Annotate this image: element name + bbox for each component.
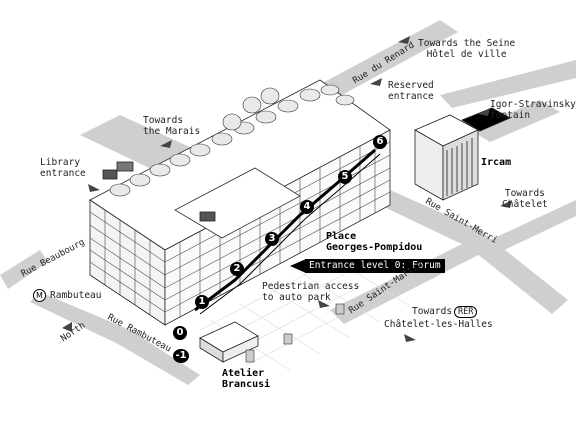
chatelet-line1: Towards <box>504 188 545 199</box>
level-marker-0: 0 <box>173 326 187 340</box>
igor-line1: Igor-Stravinsky <box>490 99 576 110</box>
towards-chatelet-label: Towards Châtelet <box>502 188 548 210</box>
direction-arrows <box>62 36 512 342</box>
marais-line2: the Marais <box>143 126 201 137</box>
plaza-posts <box>245 303 345 363</box>
level-marker-6: 6 <box>373 135 387 149</box>
atelier-brancusi-building <box>199 321 259 363</box>
library-line1: Library <box>40 157 81 168</box>
ircam-label: Ircam <box>481 157 512 168</box>
centre-pompidou <box>89 79 391 326</box>
rambuteau-label: Rambuteau <box>50 290 102 301</box>
place-line2: Georges-Pompidou <box>326 242 423 253</box>
igor-line2: fontain <box>490 110 531 121</box>
street-upper-right <box>440 60 576 108</box>
pedestrian-line2: to auto park <box>262 292 331 303</box>
street-beaubourg <box>0 250 48 289</box>
arrow-icon-marais <box>160 140 172 148</box>
reserved-line1: Reserved <box>388 80 434 91</box>
arrow-icon-pedestrian <box>318 300 330 308</box>
arrow-icon-library <box>88 184 100 192</box>
towards-seine-line2: Hôtel de ville <box>426 49 507 60</box>
arrow-icon-north <box>62 322 72 332</box>
chatelet-halles-label: Châtelet-les-Halles <box>384 319 493 330</box>
atelier-line2: Brancusi <box>222 379 271 390</box>
towards-seine-label: Towards the Seine Hôtel de ville <box>418 38 515 60</box>
metro-icon: M <box>33 289 46 302</box>
reserved-entrance-label: Reserved entrance <box>388 80 434 102</box>
arrow-icon-chatelet <box>500 200 512 208</box>
pedestrian-access-label: Pedestrian access to auto park <box>262 281 359 303</box>
towards-marais-label: Towards the Marais <box>143 115 200 137</box>
library-line2: entrance <box>40 168 86 179</box>
igor-stravinsky-label: Igor-Stravinsky fontain <box>490 99 576 121</box>
entrance-level0-label: Entrance level 0: Forum <box>305 259 445 273</box>
towards-seine-line1: Towards the Seine <box>418 38 516 49</box>
towards-rer-text: Towards <box>412 306 453 317</box>
street-saint-merri <box>380 190 568 314</box>
reserved-line2: entrance <box>388 91 434 102</box>
level-marker-4: 4 <box>300 200 314 214</box>
street-rambuteau <box>30 292 200 385</box>
ircam-building <box>414 107 511 201</box>
arrow-icon-rer <box>404 334 416 342</box>
level-marker-minus-1: -1 <box>173 349 189 363</box>
marais-line1: Towards <box>143 115 184 126</box>
rer-badge: RER <box>454 306 478 318</box>
level-marker-2: 2 <box>230 262 244 276</box>
street-chatelet <box>490 200 576 252</box>
library-entrance-label: Library entrance <box>40 157 86 179</box>
place-georges-pompidou-label: Place Georges-Pompidou <box>326 231 422 253</box>
street-saint-martin <box>330 240 484 324</box>
arrow-icon-igor <box>478 108 490 116</box>
street-igor <box>470 100 560 142</box>
place-line1: Place <box>326 231 357 242</box>
atelier-line1: Atelier <box>222 368 265 379</box>
level-marker-5: 5 <box>338 170 352 184</box>
level-marker-3: 3 <box>265 232 279 246</box>
pedestrian-line1: Pedestrian access <box>262 281 360 292</box>
arrow-icon-reserved <box>370 78 382 86</box>
arrow-icon-seine <box>398 36 410 44</box>
level-marker-1: 1 <box>195 295 209 309</box>
entrance-pointer-icon <box>290 259 306 273</box>
atelier-brancusi-label: Atelier Brancusi <box>222 368 270 390</box>
chatelet-line2: Châtelet <box>502 199 548 210</box>
street-renard <box>300 20 458 108</box>
